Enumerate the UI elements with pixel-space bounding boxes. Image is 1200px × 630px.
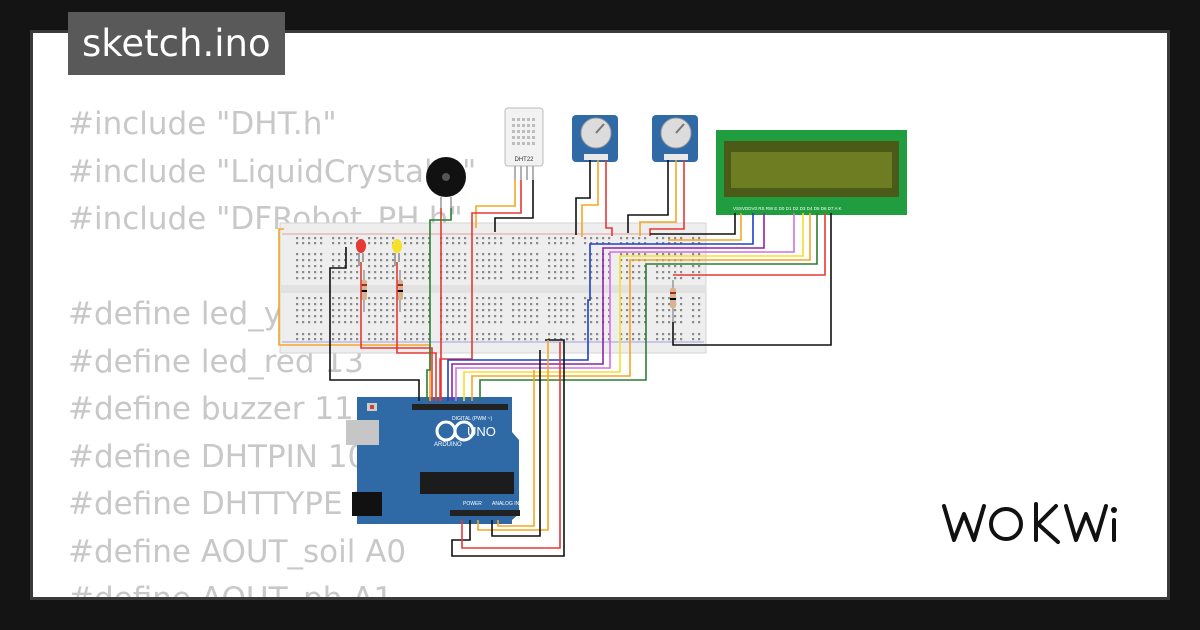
wires: [278, 160, 832, 557]
arduino-uno[interactable]: UNO ARDUINO DIGITAL (PWM ~) POWER ANALOG…: [346, 397, 520, 524]
uno-label: UNO: [467, 424, 496, 439]
code-preview: #include "DHT.h" #include "LiquidCrystal…: [68, 101, 476, 597]
dht22-sensor[interactable]: DHT22: [504, 107, 544, 180]
resistor-1[interactable]: [361, 270, 367, 312]
resistor-2[interactable]: [397, 270, 403, 312]
analog-label: ANALOG IN: [492, 501, 520, 507]
wokwi-logo-icon: [942, 502, 1117, 544]
buzzer[interactable]: [426, 157, 466, 208]
breadboard: [279, 222, 707, 354]
lcd-16x2[interactable]: VSSVDDV0 RS RW E D0 D1 D2 D3 D4 D5 D6 D7…: [716, 130, 907, 215]
red-led[interactable]: [356, 239, 366, 266]
arduino-label: ARDUINO: [434, 442, 462, 448]
code-line: #define AOUT_ph A1: [68, 581, 393, 597]
digital-label: DIGITAL (PWM ~): [452, 416, 492, 422]
file-tab[interactable]: sketch.ino: [68, 12, 285, 75]
yellow-led[interactable]: [392, 239, 402, 266]
power-label: POWER: [463, 501, 482, 507]
code-line: #define AOUT_soil A0: [68, 533, 407, 570]
potentiometer-1[interactable]: [572, 115, 618, 162]
code-line: #include "DFRobot_PH.h": [68, 201, 463, 237]
lcd-pin-labels: VSSVDDV0 RS RW E D0 D1 D2 D3 D4 D5 D6 D7…: [733, 206, 841, 211]
potentiometer-2[interactable]: [652, 115, 698, 162]
dht-label: DHT22: [514, 157, 534, 163]
code-line: #include "DHT.h": [68, 106, 337, 142]
breadboard-holes: [296, 237, 701, 341]
code-line: #define DHTPIN 10: [68, 438, 368, 475]
resistor-3[interactable]: [670, 280, 676, 322]
